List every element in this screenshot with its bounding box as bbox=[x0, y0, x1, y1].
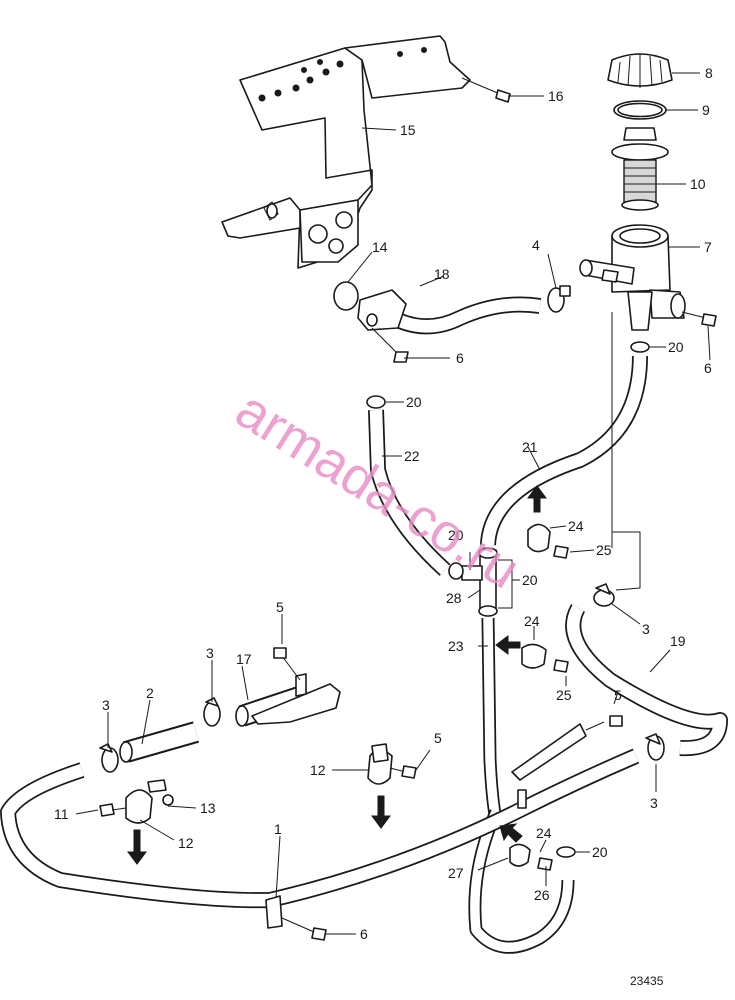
direction-arrow bbox=[127, 829, 147, 865]
filler-cap bbox=[607, 53, 673, 88]
hose-clamp bbox=[99, 743, 119, 773]
callout-label: 10 bbox=[690, 176, 706, 192]
p-clamp bbox=[521, 643, 547, 669]
callout-label: 20 bbox=[668, 339, 684, 355]
callout-label: 14 bbox=[372, 239, 388, 255]
hose bbox=[565, 604, 728, 757]
bolt bbox=[281, 917, 327, 941]
callout-labels: 8 9 10 7 16 15 14 18 4 6 6 20 20 22 21 2… bbox=[54, 65, 713, 942]
callout-label: 19 bbox=[670, 633, 686, 649]
callout-label: 12 bbox=[310, 762, 326, 778]
hose bbox=[368, 409, 451, 576]
callout-label: 26 bbox=[534, 887, 550, 903]
bolt bbox=[585, 715, 623, 731]
sealing-washer bbox=[556, 846, 576, 858]
callout-label: 5 bbox=[276, 599, 284, 615]
o-ring bbox=[333, 281, 359, 311]
callout-label: 1 bbox=[274, 821, 282, 837]
hose bbox=[375, 296, 542, 335]
callout-label: 18 bbox=[434, 266, 450, 282]
document-number: 23435 bbox=[630, 974, 664, 988]
callout-label: 6 bbox=[456, 350, 464, 366]
callout-label: 24 bbox=[568, 518, 584, 534]
callout-label: 3 bbox=[642, 621, 650, 637]
callout-label: 21 bbox=[522, 439, 538, 455]
direction-arrow bbox=[527, 485, 547, 513]
callout-label: 27 bbox=[448, 865, 464, 881]
hose-clamp bbox=[645, 733, 665, 761]
filler-neck-housing bbox=[579, 224, 686, 331]
bolt bbox=[99, 803, 127, 817]
callout-label: 24 bbox=[524, 613, 540, 629]
callout-label: 3 bbox=[650, 795, 658, 811]
pipe-bracket bbox=[265, 723, 587, 929]
bolt bbox=[553, 659, 569, 673]
callout-label: 25 bbox=[596, 542, 612, 558]
callout-label: 25 bbox=[556, 687, 572, 703]
callout-label: 20 bbox=[592, 844, 608, 860]
nut bbox=[162, 794, 174, 806]
direction-arrow bbox=[495, 635, 521, 655]
p-clamp bbox=[527, 523, 551, 553]
sealing-washer bbox=[366, 395, 386, 409]
callout-label: 3 bbox=[206, 645, 214, 661]
bolt bbox=[537, 857, 553, 871]
sealing-washer bbox=[630, 341, 650, 353]
leader-lines bbox=[75, 72, 711, 935]
hose-clamp bbox=[593, 583, 615, 607]
callout-label: 7 bbox=[704, 239, 712, 255]
callout-label: 5 bbox=[434, 730, 442, 746]
hose-bracket bbox=[251, 673, 341, 725]
bolt bbox=[273, 647, 301, 681]
callout-label: 20 bbox=[448, 527, 464, 543]
callout-label: 20 bbox=[406, 394, 422, 410]
bolt bbox=[553, 545, 569, 559]
bolt bbox=[371, 327, 409, 363]
direction-arrow bbox=[499, 823, 523, 843]
hose bbox=[119, 721, 200, 763]
callout-label: 4 bbox=[532, 237, 540, 253]
o-ring bbox=[613, 100, 667, 120]
direction-arrow bbox=[371, 795, 391, 829]
p-clamp bbox=[125, 779, 167, 824]
callout-label: 23 bbox=[448, 638, 464, 654]
callout-label: 13 bbox=[200, 800, 216, 816]
hose-clamp bbox=[547, 285, 571, 313]
hose bbox=[468, 809, 575, 954]
bolt bbox=[389, 765, 417, 779]
callout-label: 8 bbox=[705, 65, 713, 81]
hose bbox=[480, 355, 648, 546]
strainer-filter bbox=[611, 127, 669, 211]
mounting-bracket bbox=[221, 35, 471, 269]
callout-label: 12 bbox=[178, 835, 194, 851]
callout-label: 20 bbox=[522, 572, 538, 588]
callout-label: 6 bbox=[704, 360, 712, 376]
callout-label: 2 bbox=[146, 685, 154, 701]
callout-label: 17 bbox=[236, 651, 252, 667]
tee-connector bbox=[448, 547, 498, 617]
flange bbox=[357, 289, 407, 331]
bolt bbox=[461, 77, 511, 103]
callout-label: 5 bbox=[614, 687, 622, 703]
p-clamp bbox=[509, 843, 531, 867]
callout-label: 22 bbox=[404, 448, 420, 464]
p-clamp bbox=[367, 743, 393, 785]
callout-label: 16 bbox=[548, 88, 564, 104]
callout-label: 15 bbox=[400, 122, 416, 138]
hose bbox=[481, 617, 503, 822]
callout-label: 9 bbox=[702, 102, 710, 118]
bolt bbox=[681, 311, 717, 327]
hose-clamp bbox=[203, 697, 221, 727]
callout-label: 6 bbox=[360, 926, 368, 942]
callout-label: 11 bbox=[54, 806, 69, 822]
callout-label: 28 bbox=[446, 590, 462, 606]
callout-label: 3 bbox=[102, 697, 110, 713]
callout-label: 24 bbox=[536, 825, 552, 841]
